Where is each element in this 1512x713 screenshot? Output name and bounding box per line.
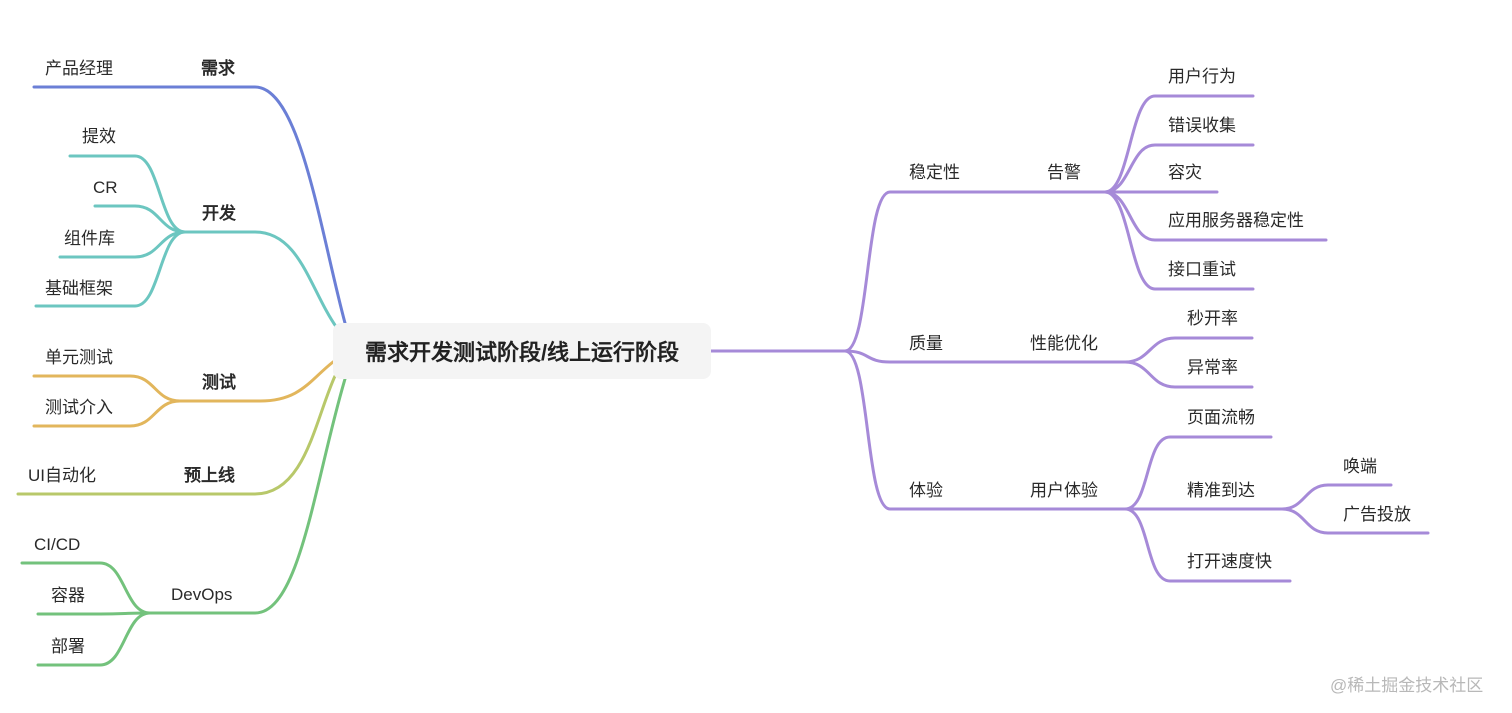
node-api-retry[interactable]: 接口重试: [1168, 260, 1236, 279]
connector-devops-2: [36, 611, 152, 616]
node-test[interactable]: 测试: [202, 373, 236, 392]
connector-precise-2: [1280, 507, 1430, 535]
node-server-stability[interactable]: 应用服务器稳定性: [1168, 211, 1304, 230]
connector-test-1: [32, 374, 182, 403]
connector-test-2: [32, 399, 182, 428]
connector-ux-1: [1123, 435, 1273, 511]
node-base-framework[interactable]: 基础框架: [45, 279, 113, 298]
node-exception-rate[interactable]: 异常率: [1187, 358, 1238, 377]
root-node[interactable]: 需求开发测试阶段/线上运行阶段: [333, 323, 711, 379]
node-ad-delivery[interactable]: 广告投放: [1343, 505, 1411, 524]
watermark: @稀土掘金技术社区: [1330, 676, 1484, 695]
connector-perf-2: [1123, 360, 1254, 389]
connector-alarm-5: [1103, 190, 1255, 291]
node-test-involve[interactable]: 测试介入: [45, 398, 113, 417]
connector-dev-4: [34, 230, 187, 308]
node-alarm[interactable]: 告警: [1047, 163, 1081, 182]
node-stability[interactable]: 稳定性: [909, 163, 960, 182]
connector-pre: [16, 374, 337, 496]
node-disaster-recovery[interactable]: 容灾: [1168, 163, 1202, 182]
node-user-experience[interactable]: 用户体验: [1030, 481, 1098, 500]
connector-ux-3: [1123, 507, 1292, 583]
node-product-manager[interactable]: 产品经理: [45, 59, 113, 78]
connector-alarm-1: [1103, 94, 1255, 194]
node-fast-open[interactable]: 打开速度快: [1187, 552, 1272, 571]
connector-devops-3: [36, 611, 152, 667]
node-req[interactable]: 需求: [201, 59, 235, 78]
connector-stability: [843, 190, 1107, 353]
node-component-lib[interactable]: 组件库: [64, 229, 115, 248]
node-efficiency[interactable]: 提效: [82, 127, 116, 146]
connector-perf-1: [1123, 336, 1254, 364]
connector-alarm-2: [1103, 143, 1255, 194]
node-dev[interactable]: 开发: [202, 204, 236, 223]
node-instant-open-rate[interactable]: 秒开率: [1187, 309, 1238, 328]
node-cicd[interactable]: CI/CD: [34, 535, 81, 554]
node-pre-release[interactable]: 预上线: [184, 466, 235, 485]
node-unit-test[interactable]: 单元测试: [45, 348, 113, 367]
node-error-collect[interactable]: 错误收集: [1168, 116, 1236, 135]
connector-test: [178, 360, 335, 403]
node-wake-app[interactable]: 唤端: [1343, 457, 1377, 476]
node-quality[interactable]: 质量: [909, 334, 943, 353]
node-devops[interactable]: DevOps: [171, 585, 233, 604]
connector-dev: [183, 230, 339, 330]
node-perf-opt[interactable]: 性能优化: [1030, 334, 1098, 353]
connector-experience: [843, 349, 1127, 511]
connector-devops: [148, 377, 347, 615]
node-experience[interactable]: 体验: [909, 481, 943, 500]
connector-req: [32, 85, 347, 325]
connector-dev-2: [93, 204, 187, 234]
node-page-smooth[interactable]: 页面流畅: [1187, 408, 1255, 427]
connector-dev-1: [68, 154, 187, 234]
connector-devops-1: [20, 561, 152, 615]
node-deploy[interactable]: 部署: [51, 637, 85, 656]
node-user-behavior[interactable]: 用户行为: [1168, 67, 1236, 86]
node-ui-automation[interactable]: UI自动化: [28, 466, 96, 485]
node-precise-reach[interactable]: 精准到达: [1187, 481, 1255, 500]
connector-precise-1: [1280, 483, 1393, 511]
node-container[interactable]: 容器: [51, 586, 85, 605]
node-cr[interactable]: CR: [93, 178, 118, 197]
connector-quality: [843, 349, 1127, 364]
